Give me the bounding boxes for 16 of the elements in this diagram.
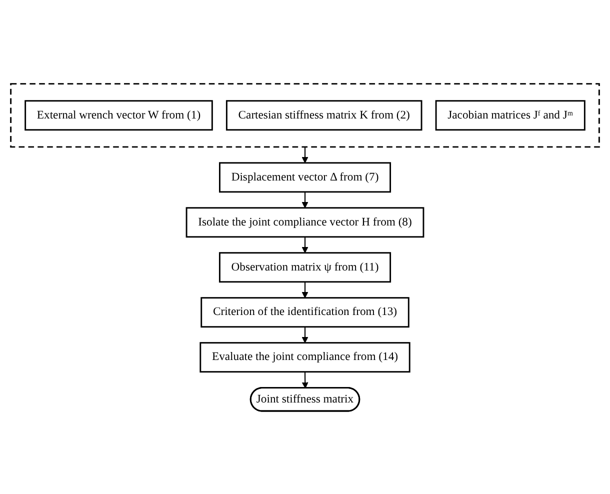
flowchart: External wrench vector W from (1) Cartesian stiffness matrix K from (2) Jacobian matrices Jᶠ and Jᵐ Displacement vector Δ from (7) Isolate the joint compliance vector H from (8) Observation matrix ψ from (11) Criterion of the identification from (13) Evaluate the joint compliance from (14) Joint stiffness matrix: [5, 78, 605, 416]
node-box: [226, 100, 422, 130]
node-box: [200, 342, 410, 372]
arrow: [302, 192, 308, 208]
node-box: [218, 252, 392, 282]
node-box: [24, 100, 213, 130]
arrow: [302, 326, 308, 343]
node-box: [200, 296, 410, 328]
node-box: [435, 100, 586, 130]
arrow: [302, 371, 308, 388]
node-box: [186, 206, 424, 238]
cluster: [10, 82, 600, 148]
node-box: [219, 162, 392, 192]
arrow: [302, 146, 308, 163]
arrow: [302, 236, 308, 253]
arrow: [302, 281, 308, 298]
